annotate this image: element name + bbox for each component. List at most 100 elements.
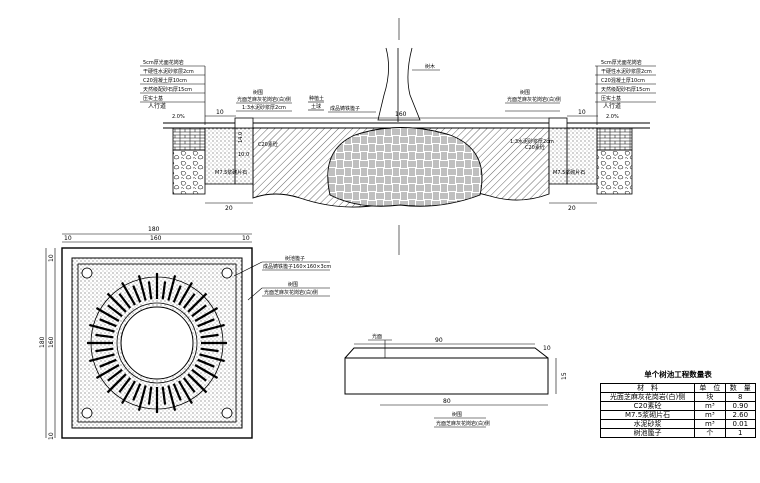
section-view: 5cm厚光面花岗岩 干硬性水泥砂浆层2cm C20混凝土厚10cm 天然级配砂石…	[140, 18, 656, 255]
dim-10-right: 10	[578, 109, 586, 116]
cell-quantity: 1	[724, 428, 757, 438]
grate-slot	[161, 281, 167, 300]
soil-label: 种植土	[309, 95, 324, 102]
grate-slot	[107, 304, 123, 318]
table-row: 光面芝麻灰花岗岩(白)侧 块 8	[599, 392, 757, 402]
left-layer-4: 天然级配砂石厚15cm	[143, 86, 192, 93]
right-brick-layer	[596, 127, 633, 151]
plan-label-kerb: 树围	[288, 281, 298, 288]
right-layer-2: 干硬性水泥砂浆层2cm	[601, 68, 652, 75]
cell-quantity: 0.90	[724, 401, 757, 411]
plan-dim-total: 180	[148, 226, 160, 233]
header-quantity: 数 量	[724, 383, 757, 393]
grate-slot	[161, 386, 167, 405]
kerb-left-label: 树围	[253, 89, 263, 96]
soil-label-2: 土球	[311, 103, 321, 110]
grate-label: 成品铸铁篦子	[330, 105, 360, 112]
quantity-table-title: 单个树池工程数量表	[644, 370, 712, 379]
left-stone-layer	[172, 149, 206, 195]
grate-slot	[137, 275, 147, 301]
kerb-caption-2: 光面芝麻灰花岗岩(白)侧	[436, 420, 490, 427]
cell-quantity: 8	[724, 392, 757, 402]
quantity-table-header: 材 料 单 位 数 量	[599, 383, 757, 393]
grate-slot	[167, 275, 177, 301]
root-ball	[327, 127, 483, 207]
right-layer-4: 天然级配砂石厚15cm	[601, 86, 650, 93]
kerb-label-top: 光面	[372, 333, 382, 340]
grate-slot	[99, 358, 117, 368]
plan-label-kerb-spec: 光面芝麻灰花岗岩(白)侧	[264, 289, 318, 296]
grate-slot	[200, 347, 219, 353]
cell-quantity: 2.60	[724, 410, 757, 420]
cell-material: 水泥砂浆	[599, 419, 696, 429]
grate-slot	[121, 281, 136, 306]
right-layer-5: 压实土基	[601, 95, 621, 102]
cell-unit: m³	[694, 410, 726, 420]
section-callouts: 树木 树围 光面芝麻灰花岗岩(白)侧 1:3水泥砂浆厚2cm 种植土 土球 成品…	[215, 63, 585, 176]
grate-slot	[194, 307, 219, 322]
c20-right-label: C20素砼	[525, 144, 545, 151]
mortar-left-label: 1:3水泥砂浆厚2cm	[242, 104, 286, 111]
grate-slot	[137, 385, 147, 411]
cell-material: C20素砼	[599, 401, 696, 411]
plan-corner-hole	[81, 267, 93, 279]
grate-slot	[132, 383, 142, 401]
kerb-left-sub-label: 光面芝麻灰花岗岩(白)侧	[237, 96, 291, 103]
mortar-right-label: 1:3水泥砂浆厚2cm	[510, 138, 554, 145]
left-sidewalk-label: 人行道	[148, 102, 166, 110]
plan-inner-ring	[116, 302, 198, 384]
plan-corner-hole	[221, 267, 233, 279]
grate-slot	[197, 318, 215, 328]
kerb-top-face	[344, 347, 549, 359]
plan-dim-right-gap: 10	[242, 235, 250, 242]
kerb-right-label: 树围	[520, 89, 530, 96]
grate-slot	[118, 293, 132, 309]
right-slope-label: 2.0%	[606, 114, 619, 120]
section-dimensions: 10 10 160 14.0 10.0 20 20	[205, 109, 598, 212]
left-slope-label: 2.0%	[172, 114, 185, 120]
kerb-dim-height: 15	[561, 372, 568, 380]
grate-slot	[95, 347, 114, 353]
left-layer-2: 干硬性水泥砂浆层2cm	[143, 68, 194, 75]
plan-corner-hole	[221, 407, 233, 419]
kerb-caption-1: 树围	[452, 411, 462, 418]
kerb-dim-10: 10	[543, 345, 551, 352]
grate-slot	[95, 364, 120, 379]
plan-dim-vertical-bottom: 10	[48, 432, 55, 440]
grate-slot	[200, 333, 219, 339]
cell-unit: m³	[694, 401, 726, 411]
plan-outer-ring	[90, 276, 224, 410]
dim-20-right: 20	[568, 205, 576, 212]
cell-unit: 个	[694, 428, 726, 438]
plan-dim-vertical-total: 180	[39, 336, 46, 348]
quantity-table: 材 料 单 位 数 量 光面芝麻灰花岗岩(白)侧 块 8 C20素砼 m³ 0.…	[599, 383, 757, 438]
plan-dim-vertical-top: 10	[48, 254, 55, 262]
grate-slot	[95, 307, 120, 322]
grate-slot	[147, 386, 153, 405]
plan-tree-opening	[120, 306, 194, 380]
plan-grate-frame	[77, 263, 237, 423]
header-unit: 单 位	[694, 383, 726, 393]
plan-dim-left-gap: 10	[64, 235, 72, 242]
cell-quantity: 0.01	[724, 419, 757, 429]
table-row: M7.5浆砌片石 m³ 2.60	[599, 410, 757, 420]
grate-slot	[194, 364, 219, 379]
dim-14: 14.0	[238, 132, 244, 143]
left-layer-3: C20混凝土厚10cm	[143, 77, 187, 84]
grate-slot	[178, 380, 193, 405]
grate-slot	[172, 383, 182, 401]
grate-slot	[197, 358, 215, 368]
grate-slot	[89, 323, 115, 333]
plan-grate-slots	[87, 273, 227, 413]
cell-material: 光面芝麻灰花岗岩(白)侧	[599, 392, 696, 402]
right-layer-1: 5cm厚光面花岗岩	[601, 59, 642, 66]
kerb-detail: 光面 90 10 15 80 树围 光面芝麻灰花岗岩(白)侧	[344, 333, 568, 428]
header-material: 材 料	[599, 383, 696, 393]
tree-trunk	[377, 47, 421, 122]
right-layer-3: C20混凝土厚10cm	[601, 77, 645, 84]
plan-label-grate-spec: 成品铸铁篦子160×160×3cm	[263, 263, 331, 270]
grate-slot	[191, 304, 207, 318]
plan-dim-inner: 160	[150, 235, 162, 242]
kerb-dim-length-top: 90	[435, 337, 443, 344]
grate-slot	[178, 281, 193, 306]
